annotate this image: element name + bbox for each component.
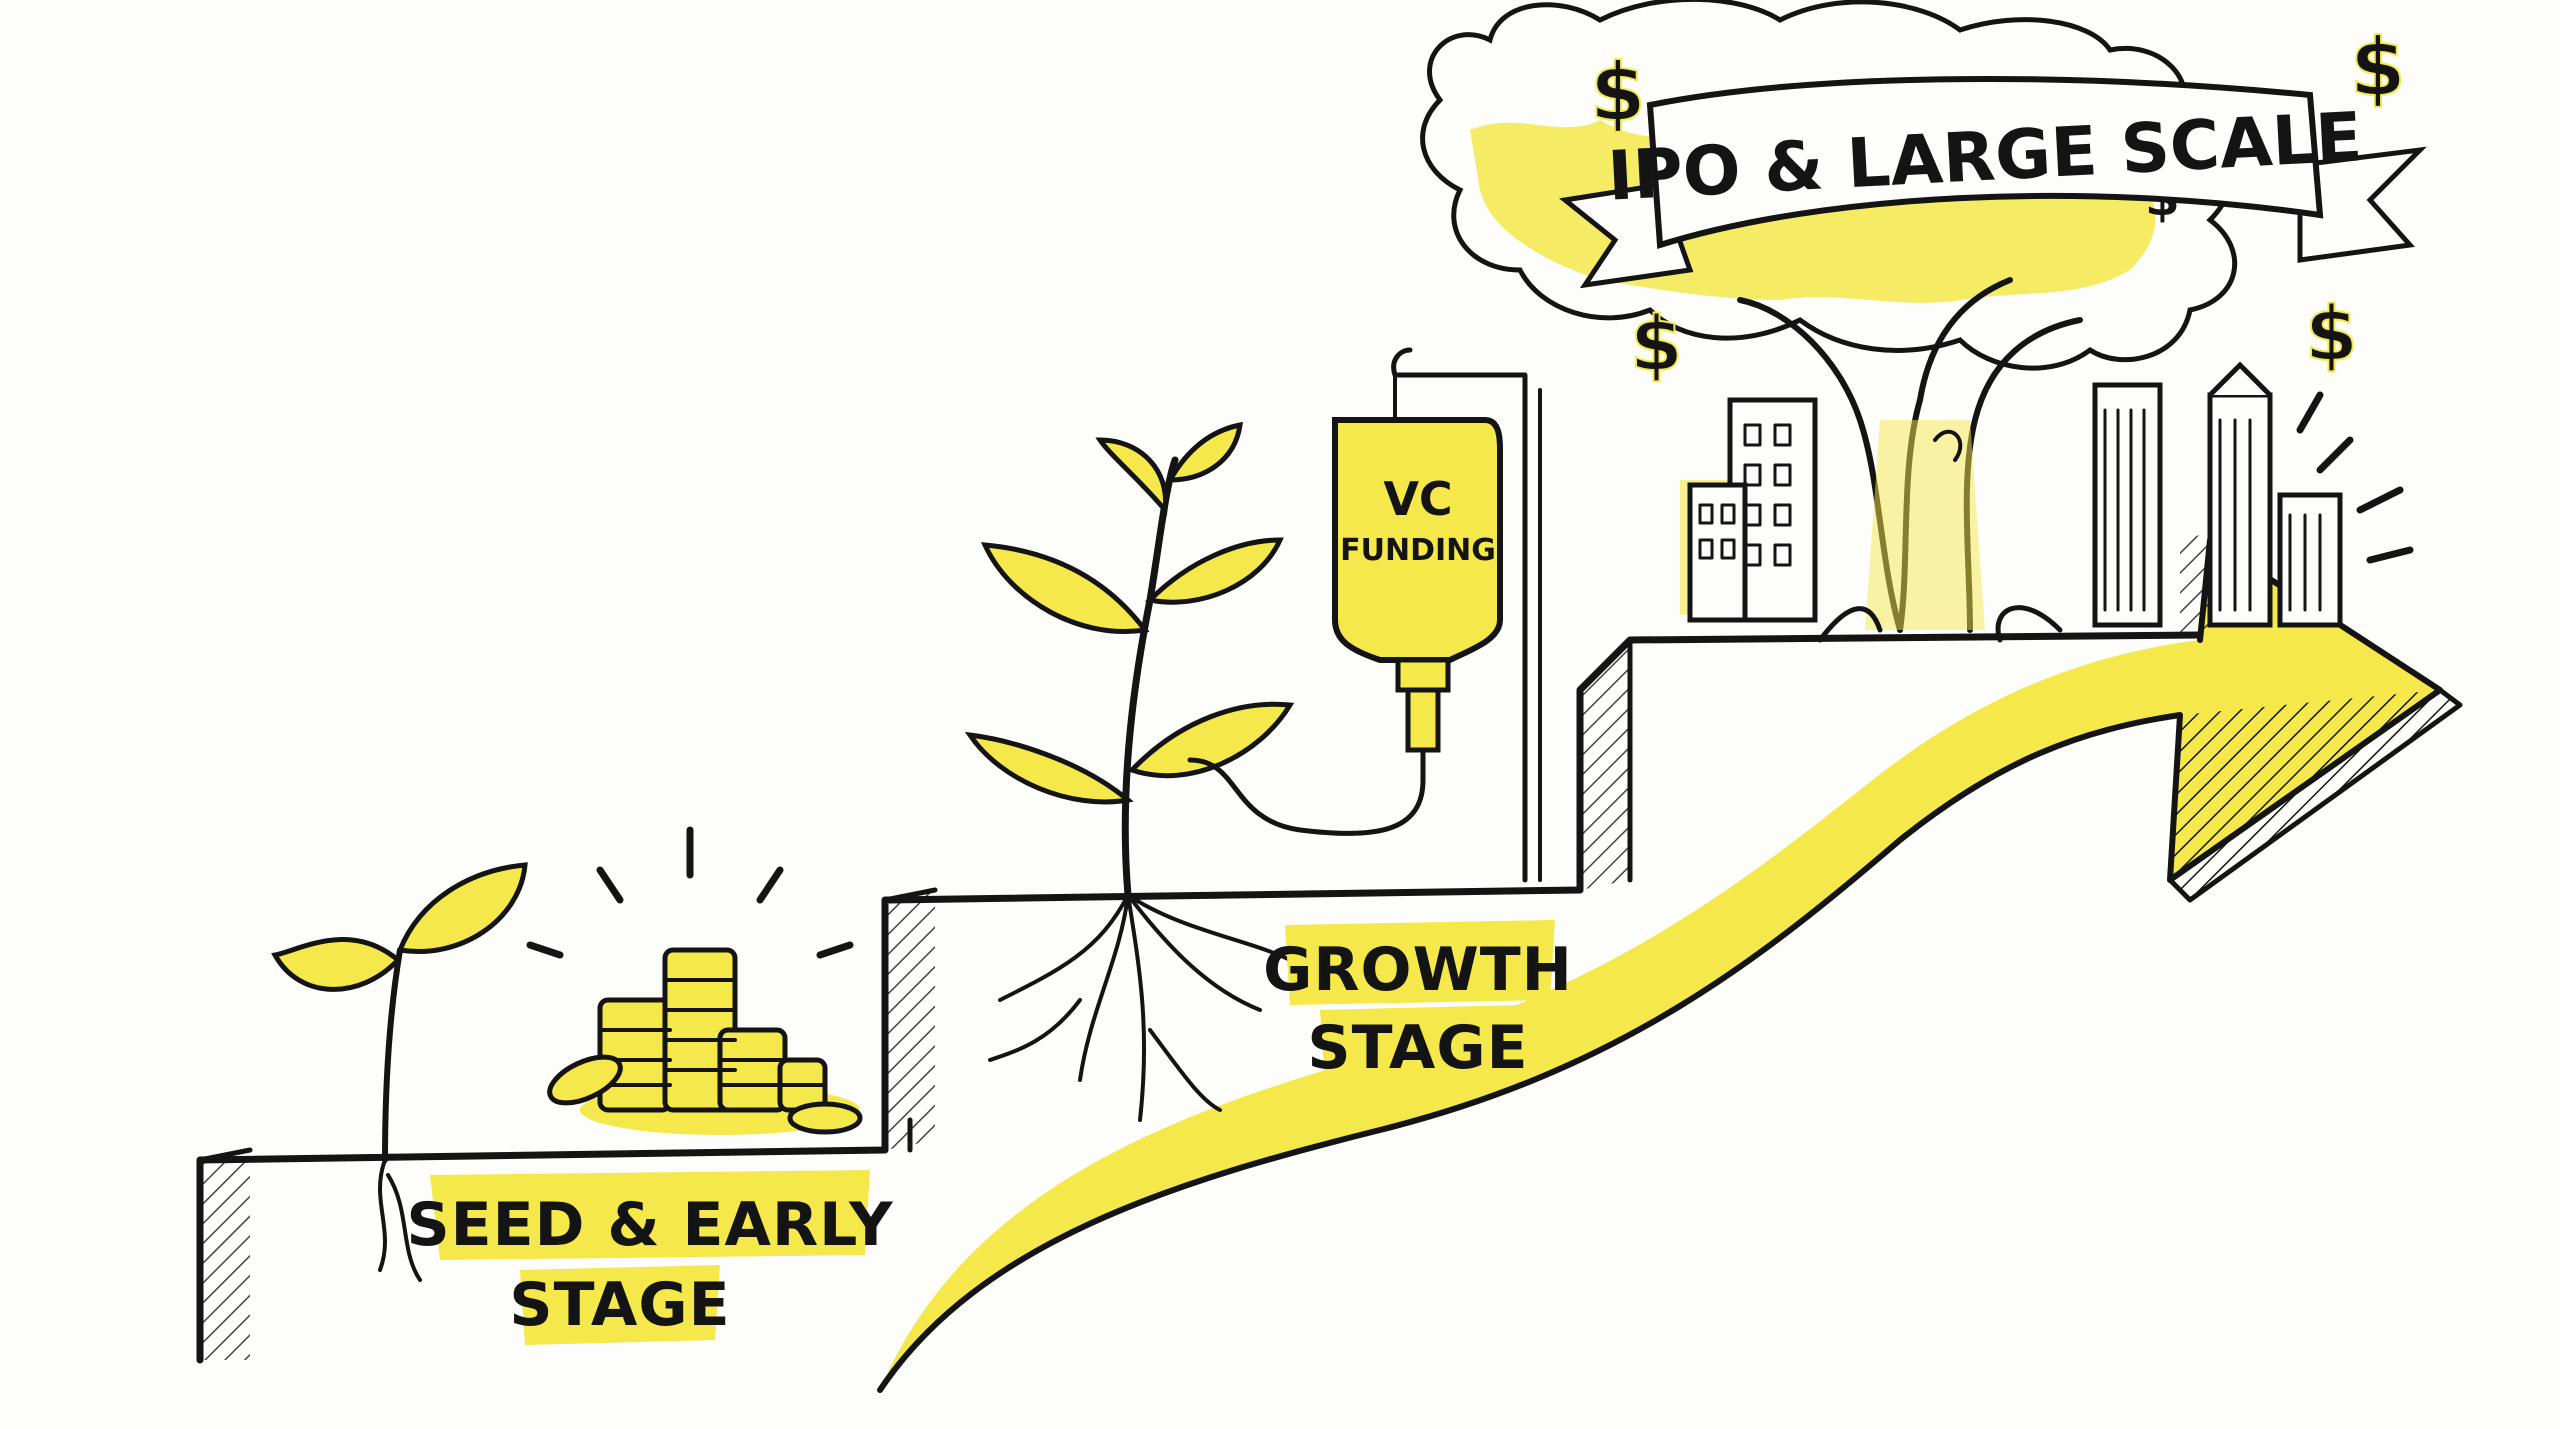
growth-stage-label: GROWTH STAGE: [1263, 920, 1573, 1085]
dollar-sign-2: $: [2350, 21, 2406, 114]
city-buildings-icon: [1680, 361, 2414, 628]
growth-arrow-icon: [877, 537, 2463, 1393]
iv-bag-label-line1: VC: [1383, 472, 1452, 526]
seed-stage-label: SEED & EARLY STAGE: [406, 1170, 894, 1345]
young-plant-icon: [964, 421, 1295, 1122]
dollar-sign-icon: $ $ $ $ $: [1589, 20, 2407, 389]
staircase: [196, 530, 2220, 1364]
dollar-sign-3: $: [1630, 299, 1683, 388]
seed-stage-label-line2: STAGE: [509, 1270, 730, 1340]
iv-bag-icon: VC FUNDING: [1187, 347, 1542, 883]
iv-bag-label-line2: FUNDING: [1340, 533, 1496, 568]
dollar-sign-4: $: [2305, 289, 2358, 378]
growth-stage-label-line2: STAGE: [1307, 1013, 1528, 1083]
seed-stage-label-line1: SEED & EARLY: [406, 1190, 894, 1260]
growth-stage-label-line1: GROWTH: [1263, 935, 1573, 1005]
dollar-sign-1: $: [1590, 46, 1646, 139]
ipo-banner: IPO & LARGE SCALE: [1559, 76, 2427, 289]
sprout-icon: [271, 862, 528, 1282]
coin-stack-icon: [526, 826, 863, 1135]
